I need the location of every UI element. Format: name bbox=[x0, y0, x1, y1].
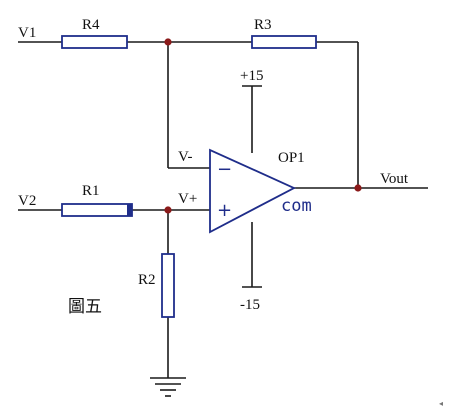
label-r3: R3 bbox=[254, 17, 272, 33]
label-com: com bbox=[281, 196, 312, 216]
label-noninverting-input: V+ bbox=[178, 191, 197, 207]
label-op-amp-name: OP1 bbox=[278, 150, 305, 166]
label-v2: V2 bbox=[18, 193, 36, 209]
ground-icon bbox=[150, 377, 186, 397]
junction-node-noninverting bbox=[164, 206, 172, 214]
resistor-r2 bbox=[161, 253, 175, 318]
label-r2: R2 bbox=[138, 272, 156, 288]
resistor-r3 bbox=[251, 35, 317, 49]
label-v1: V1 bbox=[18, 25, 36, 41]
label-vcc-neg: -15 bbox=[240, 297, 260, 313]
label-vout: Vout bbox=[380, 171, 409, 187]
resistor-r1 bbox=[61, 203, 133, 217]
label-r4: R4 bbox=[82, 17, 100, 33]
op-amp-minus-sign: − bbox=[217, 159, 232, 180]
corner-mark: ◂ bbox=[439, 399, 443, 408]
resistor-r4 bbox=[61, 35, 128, 49]
junction-node-top bbox=[164, 38, 172, 46]
figure-caption: 圖五 bbox=[68, 297, 102, 317]
op-amp-plus-sign: + bbox=[217, 200, 232, 221]
label-vcc-pos: +15 bbox=[240, 68, 263, 84]
junction-node-output bbox=[354, 184, 362, 192]
resistor-r1-pin-marker bbox=[127, 204, 132, 216]
label-r1: R1 bbox=[82, 183, 100, 199]
label-inverting-input: V- bbox=[178, 149, 192, 165]
op-amp-triangle bbox=[209, 148, 297, 234]
